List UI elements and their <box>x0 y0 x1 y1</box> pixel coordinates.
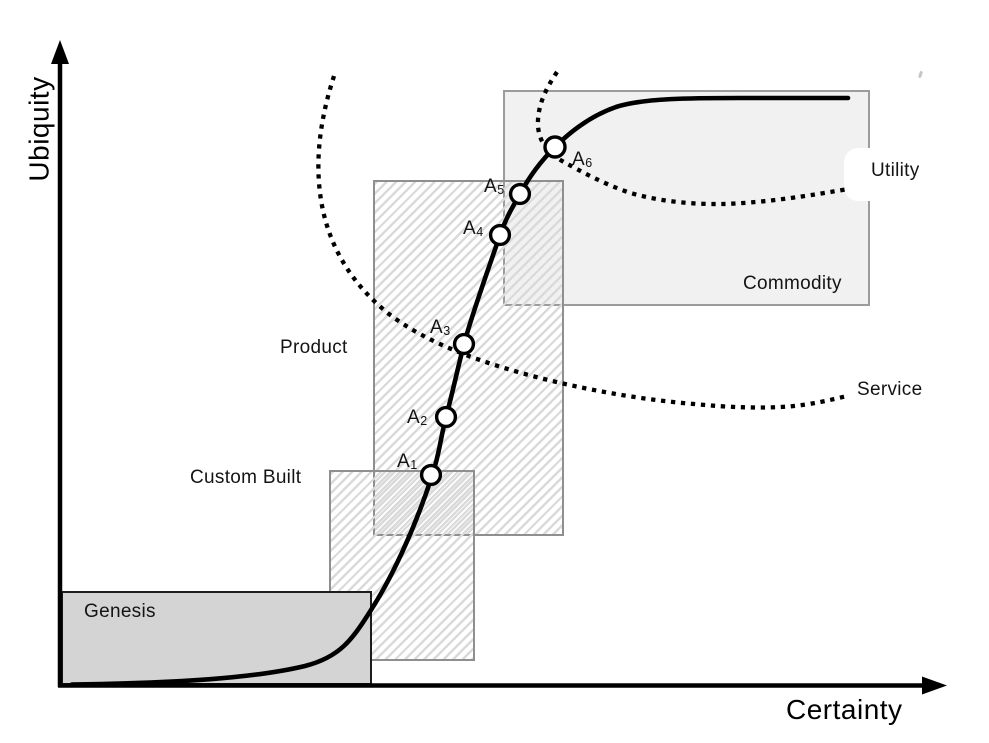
y-axis-label: Ubiquity <box>23 76 55 182</box>
point-label-a4-base: A <box>463 218 476 239</box>
point-label-a3-sub: 3 <box>443 324 451 338</box>
point-label-a6-base: A <box>572 149 585 170</box>
point-label-a5-base: A <box>484 176 497 197</box>
stray-artifact-mark <box>917 70 924 79</box>
point-label-a3-base: A <box>430 317 443 338</box>
point-label-a5: A5 <box>484 177 504 196</box>
point-label-a2-sub: 2 <box>420 414 428 428</box>
point-label-a6: A6 <box>572 150 592 169</box>
x-axis-label: Certainty <box>786 694 903 725</box>
commodity-stage-label: Commodity <box>743 273 842 294</box>
point-label-a2: A2 <box>407 408 427 427</box>
x-axis-arrow-icon <box>922 676 947 695</box>
genesis-stage-label: Genesis <box>84 601 156 622</box>
point-label-a4-sub: 4 <box>476 225 484 239</box>
utility-curve-label: Utility <box>871 160 920 181</box>
point-label-a4: A4 <box>463 219 483 238</box>
product-stage-label: Product <box>280 337 348 358</box>
utility-label-background <box>844 148 885 201</box>
point-label-a1-base: A <box>397 451 410 472</box>
point-label-a5-sub: 5 <box>497 183 505 197</box>
point-label-a1: A1 <box>397 452 417 471</box>
point-label-a2-base: A <box>407 407 420 428</box>
point-label-a1-sub: 1 <box>410 458 418 472</box>
service-curve-label: Service <box>857 379 923 400</box>
point-label-a6-sub: 6 <box>585 156 593 170</box>
y-axis-arrow-icon <box>51 40 69 64</box>
point-label-a3: A3 <box>430 318 450 337</box>
custom-built-stage-label: Custom Built <box>190 467 302 488</box>
